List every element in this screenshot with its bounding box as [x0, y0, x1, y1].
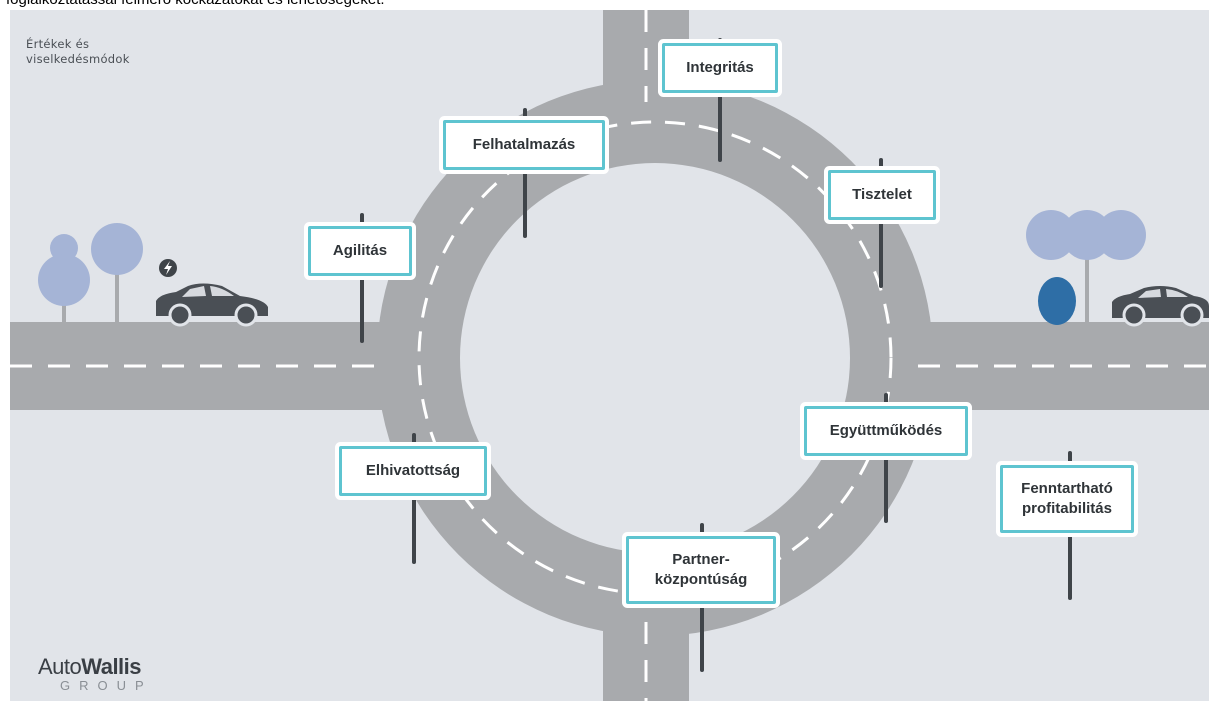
car-left: [156, 283, 268, 327]
value-sign-partnerkozpontusag: Partner- központúság: [626, 536, 776, 604]
autowallis-logo: AutoWallis GROUP: [38, 655, 153, 693]
tree-crown: [91, 223, 143, 275]
value-sign-integritas: Integritás: [662, 43, 778, 93]
logo-auto: Auto: [38, 654, 82, 679]
value-sign-tisztelet: Tisztelet: [828, 170, 936, 220]
tree-crown: [1096, 210, 1146, 260]
logo-wordmark: AutoWallis: [38, 655, 153, 679]
ring-lane-marking: [417, 120, 893, 596]
tree-crown: [38, 254, 90, 306]
value-sign-felhatalmazas: Felhatalmazás: [443, 120, 605, 170]
car-right: [1112, 286, 1209, 327]
logo-group: GROUP: [60, 678, 153, 693]
value-sign-fenntarthato: Fenntartható profitabilitás: [1000, 465, 1134, 533]
top-caption: foglalkoztatással felmérő kockázatokat é…: [6, 0, 385, 9]
section-label: Értékek és viselkedésmódok: [26, 37, 130, 66]
value-sign-egyuttmukodes: Együttműködés: [804, 406, 968, 456]
roundabout-island: [460, 163, 850, 553]
electric-charge-icon: [159, 259, 177, 277]
value-sign-agilitas: Agilitás: [308, 226, 412, 276]
tree-crown: [1026, 210, 1076, 260]
roundabout-scene: [10, 10, 1209, 701]
roundabout-diagram: Értékek és viselkedésmódok Integritás Fe…: [10, 10, 1209, 701]
shrub: [1038, 277, 1076, 325]
value-sign-elhivatottsag: Elhivatottság: [339, 446, 487, 496]
logo-wallis: Wallis: [81, 654, 142, 679]
